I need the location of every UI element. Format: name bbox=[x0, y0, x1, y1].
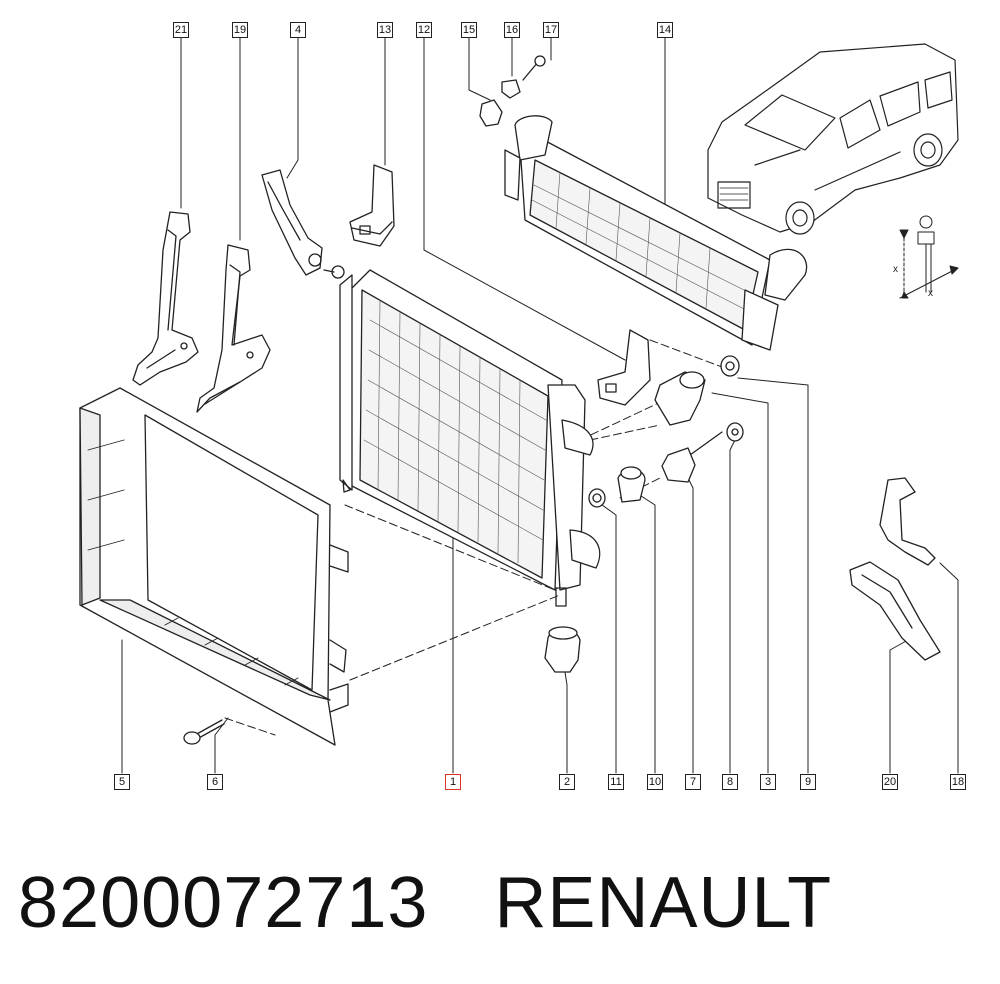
callout-4: 4 bbox=[290, 22, 306, 38]
callout-14: 14 bbox=[657, 22, 673, 38]
svg-text:x: x bbox=[893, 264, 898, 275]
callout-3: 3 bbox=[760, 774, 776, 790]
callout-8: 8 bbox=[722, 774, 738, 790]
part-21-bracket bbox=[132, 211, 199, 386]
part-7-fixing bbox=[661, 431, 723, 483]
brand-name: RENAULT bbox=[494, 863, 833, 943]
callout-2: 2 bbox=[559, 774, 575, 790]
part-15-grommet bbox=[479, 99, 503, 127]
part-caption: 8200072713 RENAULT bbox=[18, 858, 832, 948]
callout-16: 16 bbox=[504, 22, 520, 38]
part-18-bracket bbox=[879, 477, 936, 566]
assembly-dashed-lines bbox=[224, 339, 723, 736]
part-10-bush bbox=[617, 466, 646, 503]
callout-17: 17 bbox=[543, 22, 559, 38]
callout-7: 7 bbox=[685, 774, 701, 790]
part-number: 8200072713 bbox=[18, 863, 429, 943]
callout-18: 18 bbox=[950, 774, 966, 790]
part-19-bracket bbox=[196, 244, 271, 413]
svg-text:x: x bbox=[928, 288, 933, 299]
callout-6: 6 bbox=[207, 774, 223, 790]
callout-11: 11 bbox=[608, 774, 624, 790]
callout-9: 9 bbox=[800, 774, 816, 790]
part-16-nut bbox=[501, 79, 521, 99]
part-9-bush bbox=[720, 355, 740, 377]
callout-10: 10 bbox=[647, 774, 663, 790]
part-2-mount bbox=[544, 626, 581, 673]
part-14-intercooler bbox=[504, 115, 808, 351]
part-4-bracket bbox=[261, 169, 323, 276]
part-12-bracket bbox=[597, 329, 651, 406]
callout-21: 21 bbox=[173, 22, 189, 38]
part-3-mount bbox=[654, 371, 706, 426]
leader-lines bbox=[121, 36, 959, 774]
callout-13: 13 bbox=[377, 22, 393, 38]
vehicle-outline-icon bbox=[707, 43, 959, 235]
part-20-bracket bbox=[849, 561, 941, 661]
part-17-bolt bbox=[522, 55, 546, 81]
part-1-radiator bbox=[323, 265, 601, 607]
bolt-dimension-icon: x x bbox=[893, 215, 959, 299]
callout-19: 19 bbox=[232, 22, 248, 38]
part-6-bolt bbox=[183, 719, 225, 745]
part-13-bracket bbox=[349, 164, 395, 247]
callout-1-highlighted: 1 bbox=[445, 774, 461, 790]
part-11-ring bbox=[588, 488, 606, 508]
callout-12: 12 bbox=[416, 22, 432, 38]
callout-5: 5 bbox=[114, 774, 130, 790]
part-5-frame bbox=[79, 387, 349, 746]
callout-15: 15 bbox=[461, 22, 477, 38]
part-8-washer bbox=[726, 422, 744, 442]
callout-20: 20 bbox=[882, 774, 898, 790]
